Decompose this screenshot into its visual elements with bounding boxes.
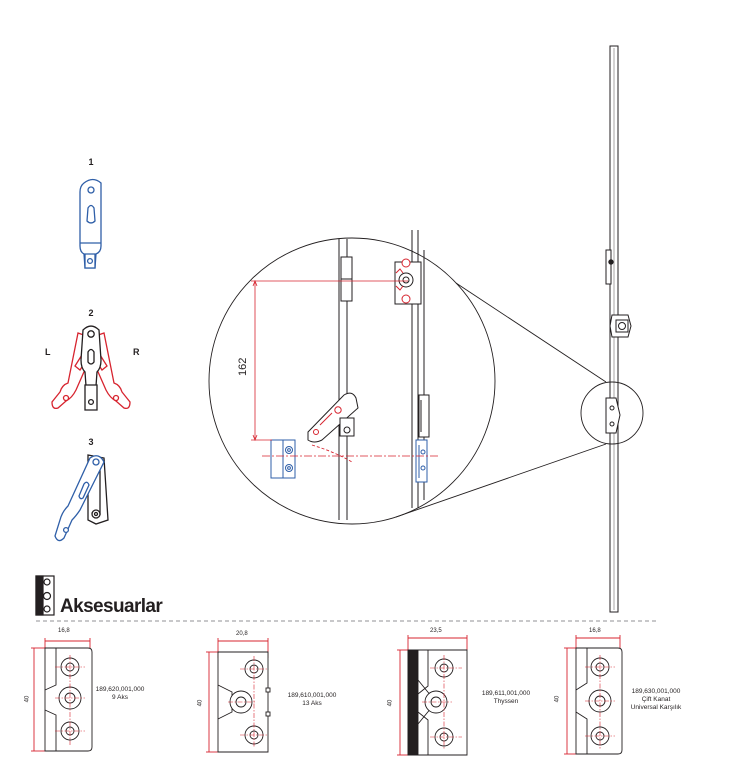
- accessory-1-drawing: [31, 638, 93, 752]
- step3-arm-figure: [54, 454, 109, 542]
- accessory-2-height: 40: [197, 699, 204, 707]
- accessory-4-code: 189,630,001,000: [631, 688, 681, 695]
- accessory-4-drawing: [564, 635, 623, 755]
- step-number-3: 3: [88, 437, 94, 447]
- accessory-2-desc: 13 Aks: [302, 700, 322, 707]
- accessory-2-code: 189,610,001,000: [287, 692, 337, 699]
- accessory-4-height: 40: [554, 695, 561, 703]
- accessory-3-height: 40: [387, 699, 394, 707]
- step-number-2: 2: [88, 308, 94, 318]
- accessory-3-code: 189,611,001,000: [481, 690, 531, 697]
- accessory-4-desc: Çift Kanat: [641, 696, 671, 703]
- accessory-2-width: 20,8: [236, 631, 248, 637]
- accessory-4-width: 16,8: [589, 628, 601, 634]
- accessory-1-desc: 9 Aks: [112, 694, 128, 701]
- dimension-162: 162: [237, 357, 249, 376]
- espagnolette-rod: [605, 45, 632, 613]
- step-number-1: 1: [88, 157, 94, 167]
- accessory-3-width: 23,5: [430, 628, 442, 634]
- accessory-4-desc2: Universal Karşılık: [630, 704, 682, 711]
- step1-arm-figure: [79, 178, 102, 269]
- accessory-1-width: 16,8: [58, 628, 70, 634]
- accessory-1-height: 40: [24, 695, 31, 703]
- accessory-3-desc: Thyssen: [493, 698, 519, 705]
- detail-zoom: [251, 230, 440, 520]
- detail-magnifier: [208, 237, 644, 525]
- label-right: R: [133, 347, 140, 357]
- accessory-1-code: 189,620,001,000: [95, 686, 145, 693]
- step2-arm-figure: [51, 325, 131, 411]
- label-left: L: [45, 347, 51, 357]
- section-title: Aksesuarlar: [60, 596, 163, 617]
- accessory-3-drawing: [397, 635, 468, 756]
- accessory-2-drawing: [206, 638, 271, 753]
- accessory-hinge-icon: [35, 575, 55, 616]
